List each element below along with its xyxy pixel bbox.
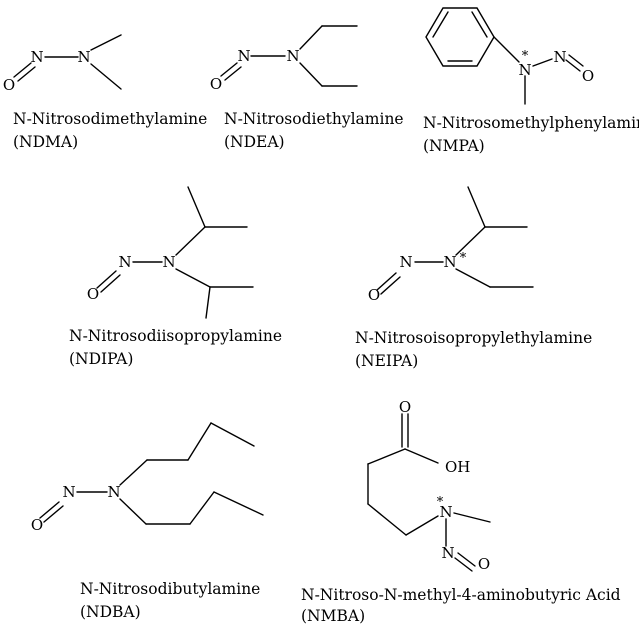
- nmpa-atom-n-amine: N: [518, 61, 531, 79]
- ndipa-name: N-Nitrosodiisopropylamine: [69, 327, 282, 345]
- nmba-atom-n-nitroso: N: [441, 544, 454, 562]
- nmpa-bonds: [493, 36, 584, 105]
- nmpa-atom-n-nitroso: N: [553, 48, 566, 66]
- neipa-atom-n-amine: N: [443, 253, 456, 271]
- nmpa-name: N-Nitrosomethylphenylamine: [423, 114, 639, 132]
- ndea-atom-n-nitroso: N: [237, 47, 250, 65]
- molecule-ndipa: N N O N-Nitrosodiisopropylamine (NDIPA): [69, 186, 282, 368]
- ndba-name: N-Nitrosodibutylamine: [80, 580, 260, 598]
- molecule-ndea: N N O N-Nitrosodiethylamine (NDEA): [210, 25, 404, 151]
- molecule-neipa: N N * O N-Nitrosoisopropylethylamine (NE…: [355, 186, 592, 370]
- neipa-atom-o: O: [368, 286, 380, 304]
- ndea-abbr: (NDEA): [224, 133, 285, 151]
- nmba-atom-o-nitroso: O: [478, 555, 490, 573]
- ndba-bonds: [39, 422, 264, 525]
- ndma-name: N-Nitrosodimethylamine: [13, 110, 207, 128]
- nmba-atom-n-amine: N: [439, 503, 452, 521]
- ndba-atom-n-nitroso: N: [62, 483, 75, 501]
- nmpa-benzene-ring: [425, 7, 495, 67]
- neipa-atom-n-nitroso: N: [399, 253, 412, 271]
- ndba-atom-n-amine: N: [107, 483, 120, 501]
- neipa-abbr: (NEIPA): [355, 352, 418, 370]
- nmpa-atom-o: O: [582, 67, 594, 85]
- nmba-atom-oh: OH: [445, 458, 470, 476]
- nmba-chiral-star: *: [437, 495, 444, 510]
- molecule-nmba: O OH * N N O N-Nitroso-N-methyl-4-aminob…: [301, 398, 621, 625]
- ndipa-atom-o: O: [87, 285, 99, 303]
- ndea-name: N-Nitrosodiethylamine: [224, 110, 404, 128]
- nmba-abbr: (NMBA): [301, 607, 365, 625]
- ndipa-atom-n-amine: N: [162, 253, 175, 271]
- molecule-ndba: N N O N-Nitrosodibutylamine (NDBA): [31, 422, 264, 621]
- neipa-bonds: [376, 186, 534, 295]
- ndipa-abbr: (NDIPA): [69, 350, 133, 368]
- ndipa-bonds: [96, 186, 254, 319]
- ndba-atom-o: O: [31, 516, 43, 534]
- molecule-nmpa: * N N O N-Nitrosomethylphenylamine (NMPA…: [423, 7, 639, 155]
- ndma-bonds: [13, 34, 122, 90]
- ndma-atom-o: O: [3, 76, 15, 94]
- nmpa-chiral-star: *: [522, 49, 529, 64]
- ndba-abbr: (NDBA): [80, 603, 141, 621]
- nmba-bonds: [367, 413, 491, 572]
- nmba-name: N-Nitroso-N-methyl-4-aminobutyric Acid: [301, 586, 621, 604]
- molecule-ndma: N N O N-Nitrosodimethylamine (NDMA): [3, 34, 207, 151]
- ndea-bonds: [220, 25, 358, 87]
- ndea-atom-n-amine: N: [286, 47, 299, 65]
- ndea-atom-o: O: [210, 75, 222, 93]
- neipa-chiral-star: *: [460, 251, 467, 266]
- ndipa-atom-n-nitroso: N: [118, 253, 131, 271]
- nmba-atom-o-carbonyl: O: [399, 398, 411, 416]
- ndma-atom-n-nitroso: N: [30, 48, 43, 66]
- neipa-name: N-Nitrosoisopropylethylamine: [355, 329, 592, 347]
- ndma-atom-n-amine: N: [77, 48, 90, 66]
- nmpa-abbr: (NMPA): [423, 137, 485, 155]
- ndma-abbr: (NDMA): [13, 133, 78, 151]
